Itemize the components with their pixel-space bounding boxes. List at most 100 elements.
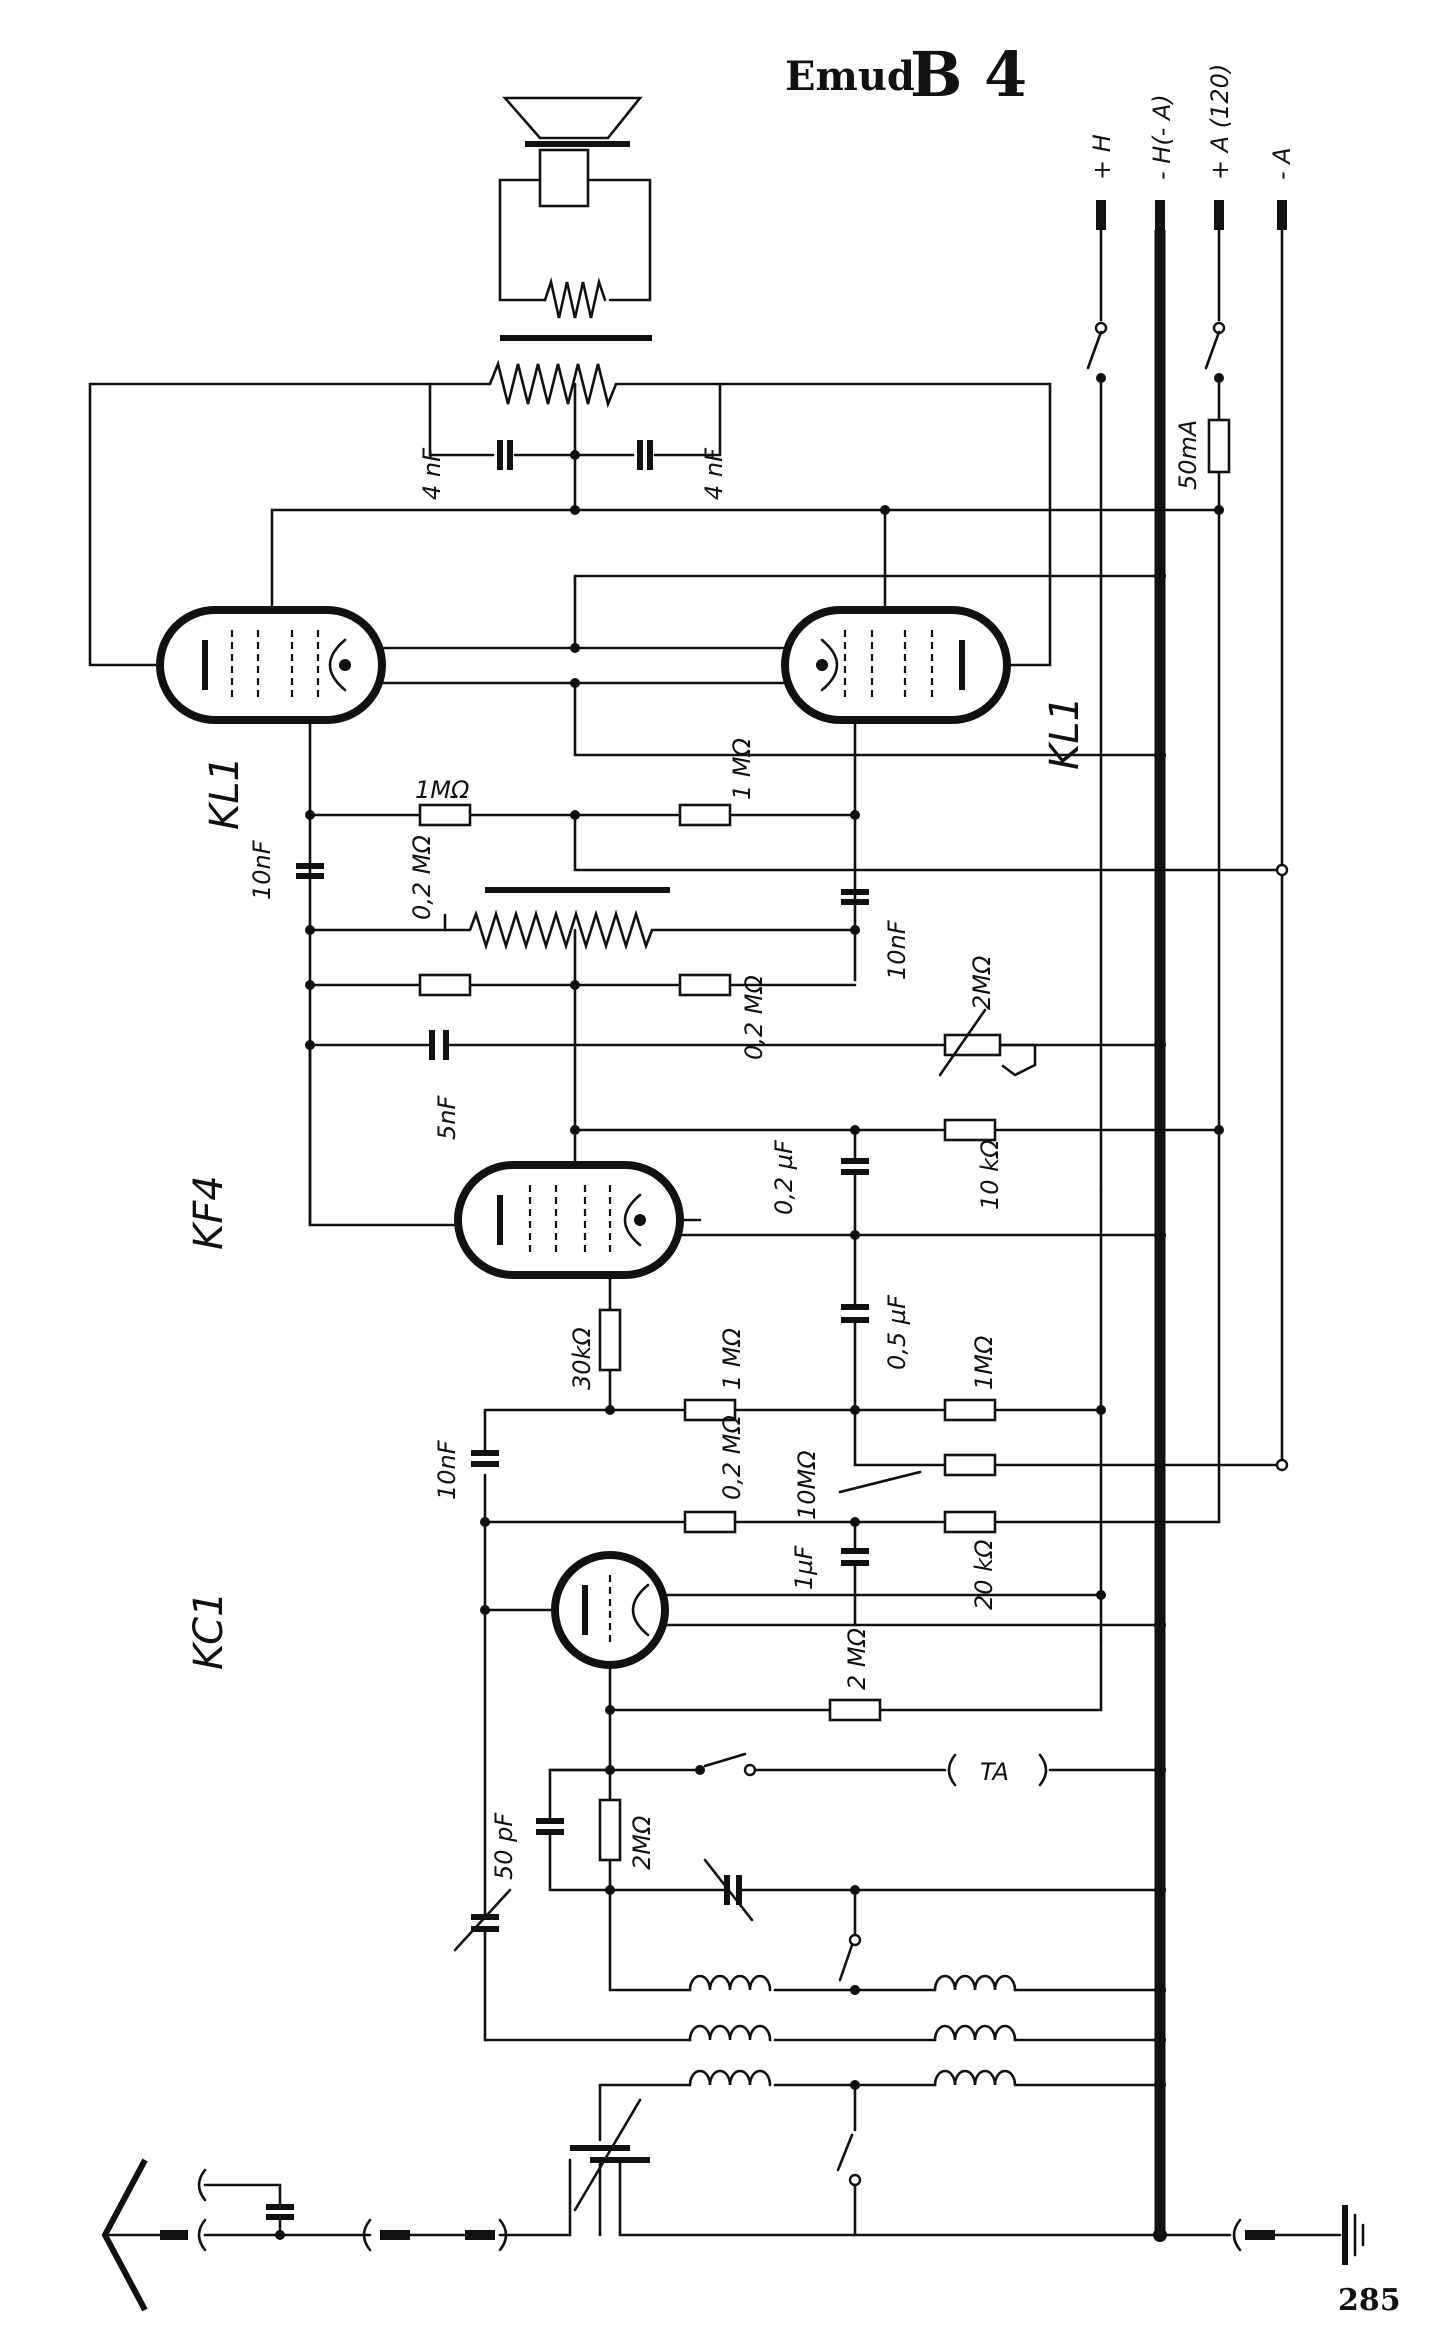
terminal-label-plus-h: + H: [1088, 134, 1116, 180]
interstage-transformer: [308, 909, 857, 951]
kl1-cathode-link: [380, 646, 787, 685]
earth-icon: [1342, 2205, 1365, 2265]
resistor-kl1-left: [418, 803, 472, 827]
variable-capacitor-tuning: [453, 1888, 512, 1952]
transformer-taps: [443, 913, 577, 1132]
coupler-lead: [408, 2158, 572, 2237]
cap-1u-label: 1µF: [790, 1544, 818, 1590]
loudspeaker: [498, 96, 652, 319]
capacitor-5nf: [429, 1030, 449, 1060]
coil-3a-icon: [688, 2069, 772, 2087]
resistor-10m: [943, 1453, 997, 1477]
screen-grid-feed: [270, 508, 1221, 607]
resistor-02-mid-label: 0,2 MΩ: [740, 974, 768, 1060]
resistor-kl1-left-label: 1MΩ: [415, 776, 470, 804]
coil-1a-icon: [688, 1974, 772, 1992]
resistor-10m-pointer: [838, 1470, 922, 1494]
page-number: 285: [1338, 2283, 1401, 2318]
supply-terminals: + H - H(- A) + A (120) - A: [1088, 64, 1296, 230]
tube-kc1: [551, 1551, 669, 1669]
resistor-30k: [598, 1308, 622, 1372]
fuse-label: 50mA: [1174, 420, 1202, 490]
resistor-20k-label: 20 kΩ: [970, 1539, 998, 1610]
resistor-kl1-right: [678, 803, 732, 827]
capacitor-02uf: [841, 1158, 869, 1175]
capacitor-coupling-right: [841, 889, 869, 905]
coil-1b-icon: [933, 1974, 1017, 1992]
resistor-1m-kf4-decouple: [943, 1398, 997, 1422]
pickup-label: TA: [980, 1758, 1009, 1786]
terminal-minus-h: [1155, 200, 1165, 230]
resistor-30k-label: 30kΩ: [568, 1327, 596, 1390]
capacitor-1uf: [841, 1548, 869, 1566]
resistor-10m-label: 10MΩ: [793, 1450, 821, 1520]
cap-out-1-label: 4 nF: [418, 447, 446, 500]
resistor-1m-kf4-plate: [683, 1398, 737, 1422]
resistor-10m-wire: [853, 1408, 1284, 1467]
terminal-plus-h: [1096, 200, 1106, 230]
band-switch-1: [838, 1943, 854, 1982]
cap-kf4-label: 10nF: [433, 1439, 461, 1500]
pickup-jack-icon: [947, 1753, 1048, 1787]
antenna-socket-2-icon: [197, 2168, 207, 2202]
cap-50p-wire: [548, 1768, 612, 1892]
terminal-minus-a: [1277, 200, 1287, 230]
resistor-02-left: [418, 973, 472, 997]
band-switch-2: [836, 2133, 854, 2172]
terminal-label-plus-a: + A (120): [1206, 64, 1234, 180]
earth-socket-icon: [1232, 2218, 1242, 2252]
tube-kl1-left: [156, 606, 386, 724]
resistor-02-kc1-plate: [683, 1510, 737, 1534]
tube-kc1-label: KC1: [186, 1591, 232, 1670]
terminal-label-minus-h: - H(- A): [1148, 94, 1176, 180]
title-brand: Emud: [785, 53, 915, 100]
cap-coupling-left-label: 10nF: [248, 839, 276, 900]
title-model: B 4: [910, 38, 1027, 111]
kl1-cathode-ground: [573, 574, 1162, 757]
capacitor-antenna-short: [266, 2204, 294, 2220]
tube-kl1-right: [781, 606, 1011, 724]
resistor-10k-label: 10 kΩ: [976, 1139, 1004, 1210]
resistor-20k: [943, 1510, 997, 1534]
capacitor-kf4-coupling: [471, 1450, 499, 1467]
coil-2b-icon: [933, 2024, 1017, 2042]
cap-5nf-label: 5nF: [433, 1095, 461, 1140]
resistor-02-top-label: 0,2 MΩ: [408, 834, 436, 920]
resistor-02-low-label: 0,2 MΩ: [718, 1414, 746, 1500]
tube-kl1-left-label: KL1: [202, 756, 248, 830]
resistor-2m-grid-label: 2MΩ: [628, 1815, 656, 1870]
resistor-2m-kc1-label: 2 MΩ: [843, 1627, 871, 1690]
cap-coupling-right-label: 10nF: [883, 919, 911, 980]
coupler-plug-1: [380, 2230, 410, 2240]
potentiometer-tone: [943, 1033, 1002, 1057]
cap-50p-label: 50 pF: [490, 1812, 518, 1880]
bias-line: [573, 813, 1284, 872]
resistor-10k: [943, 1118, 997, 1142]
band-switch-2-ground: [853, 2183, 1162, 2237]
terminal-plus-a: [1214, 200, 1224, 230]
output-cap-branch: [428, 382, 722, 457]
resistor-2m-kc1: [828, 1698, 882, 1722]
coil-3b-icon: [933, 2069, 1017, 2087]
capacitor-05uf: [841, 1304, 869, 1323]
antenna-socket-icon: [197, 2218, 207, 2252]
plate-wire-left: [88, 382, 432, 667]
plate-wire-right: [718, 382, 1052, 667]
capacitor-out-1: [497, 440, 513, 470]
tube-kf4-label: KF4: [186, 1175, 232, 1250]
coupler-plug-2: [465, 2230, 495, 2240]
resistor-2m-grid: [598, 1798, 622, 1862]
fuse: [1207, 418, 1231, 474]
output-transformer-primary: [428, 359, 722, 409]
cap-02u-label: 0,2 µF: [770, 1139, 798, 1215]
kc1-heater-lines: [663, 1593, 1162, 1627]
antenna-plug: [160, 2230, 188, 2240]
cap-05u-label: 0,5 µF: [883, 1294, 911, 1370]
capacitor-coupling-left: [296, 863, 324, 879]
tube-kf4: [454, 1161, 684, 1279]
pot-wiper: [998, 1043, 1037, 1077]
tube-kl1-right-label: KL1: [1042, 696, 1088, 770]
coil-2a-icon: [688, 2024, 772, 2042]
mains-switch: [1086, 321, 1226, 383]
